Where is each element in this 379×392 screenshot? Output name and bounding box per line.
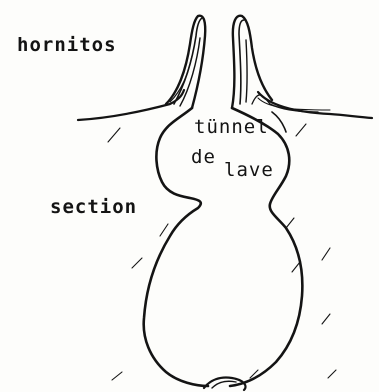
ground-line-left — [78, 90, 184, 120]
tunnel-roof-crack — [272, 112, 286, 132]
label-lave: lave — [224, 161, 274, 180]
label-section: section — [50, 198, 137, 217]
label-de: de — [191, 148, 216, 167]
label-hornitos: hornitos — [17, 36, 117, 55]
hornito-right-inner-2 — [246, 40, 247, 102]
hornito-right-outer — [232, 16, 272, 108]
hornito-right-inner-1 — [239, 20, 244, 104]
tunnel-outline-right — [230, 108, 302, 386]
label-tunnel: tünnel — [194, 118, 269, 137]
rock-hatching — [108, 124, 336, 380]
